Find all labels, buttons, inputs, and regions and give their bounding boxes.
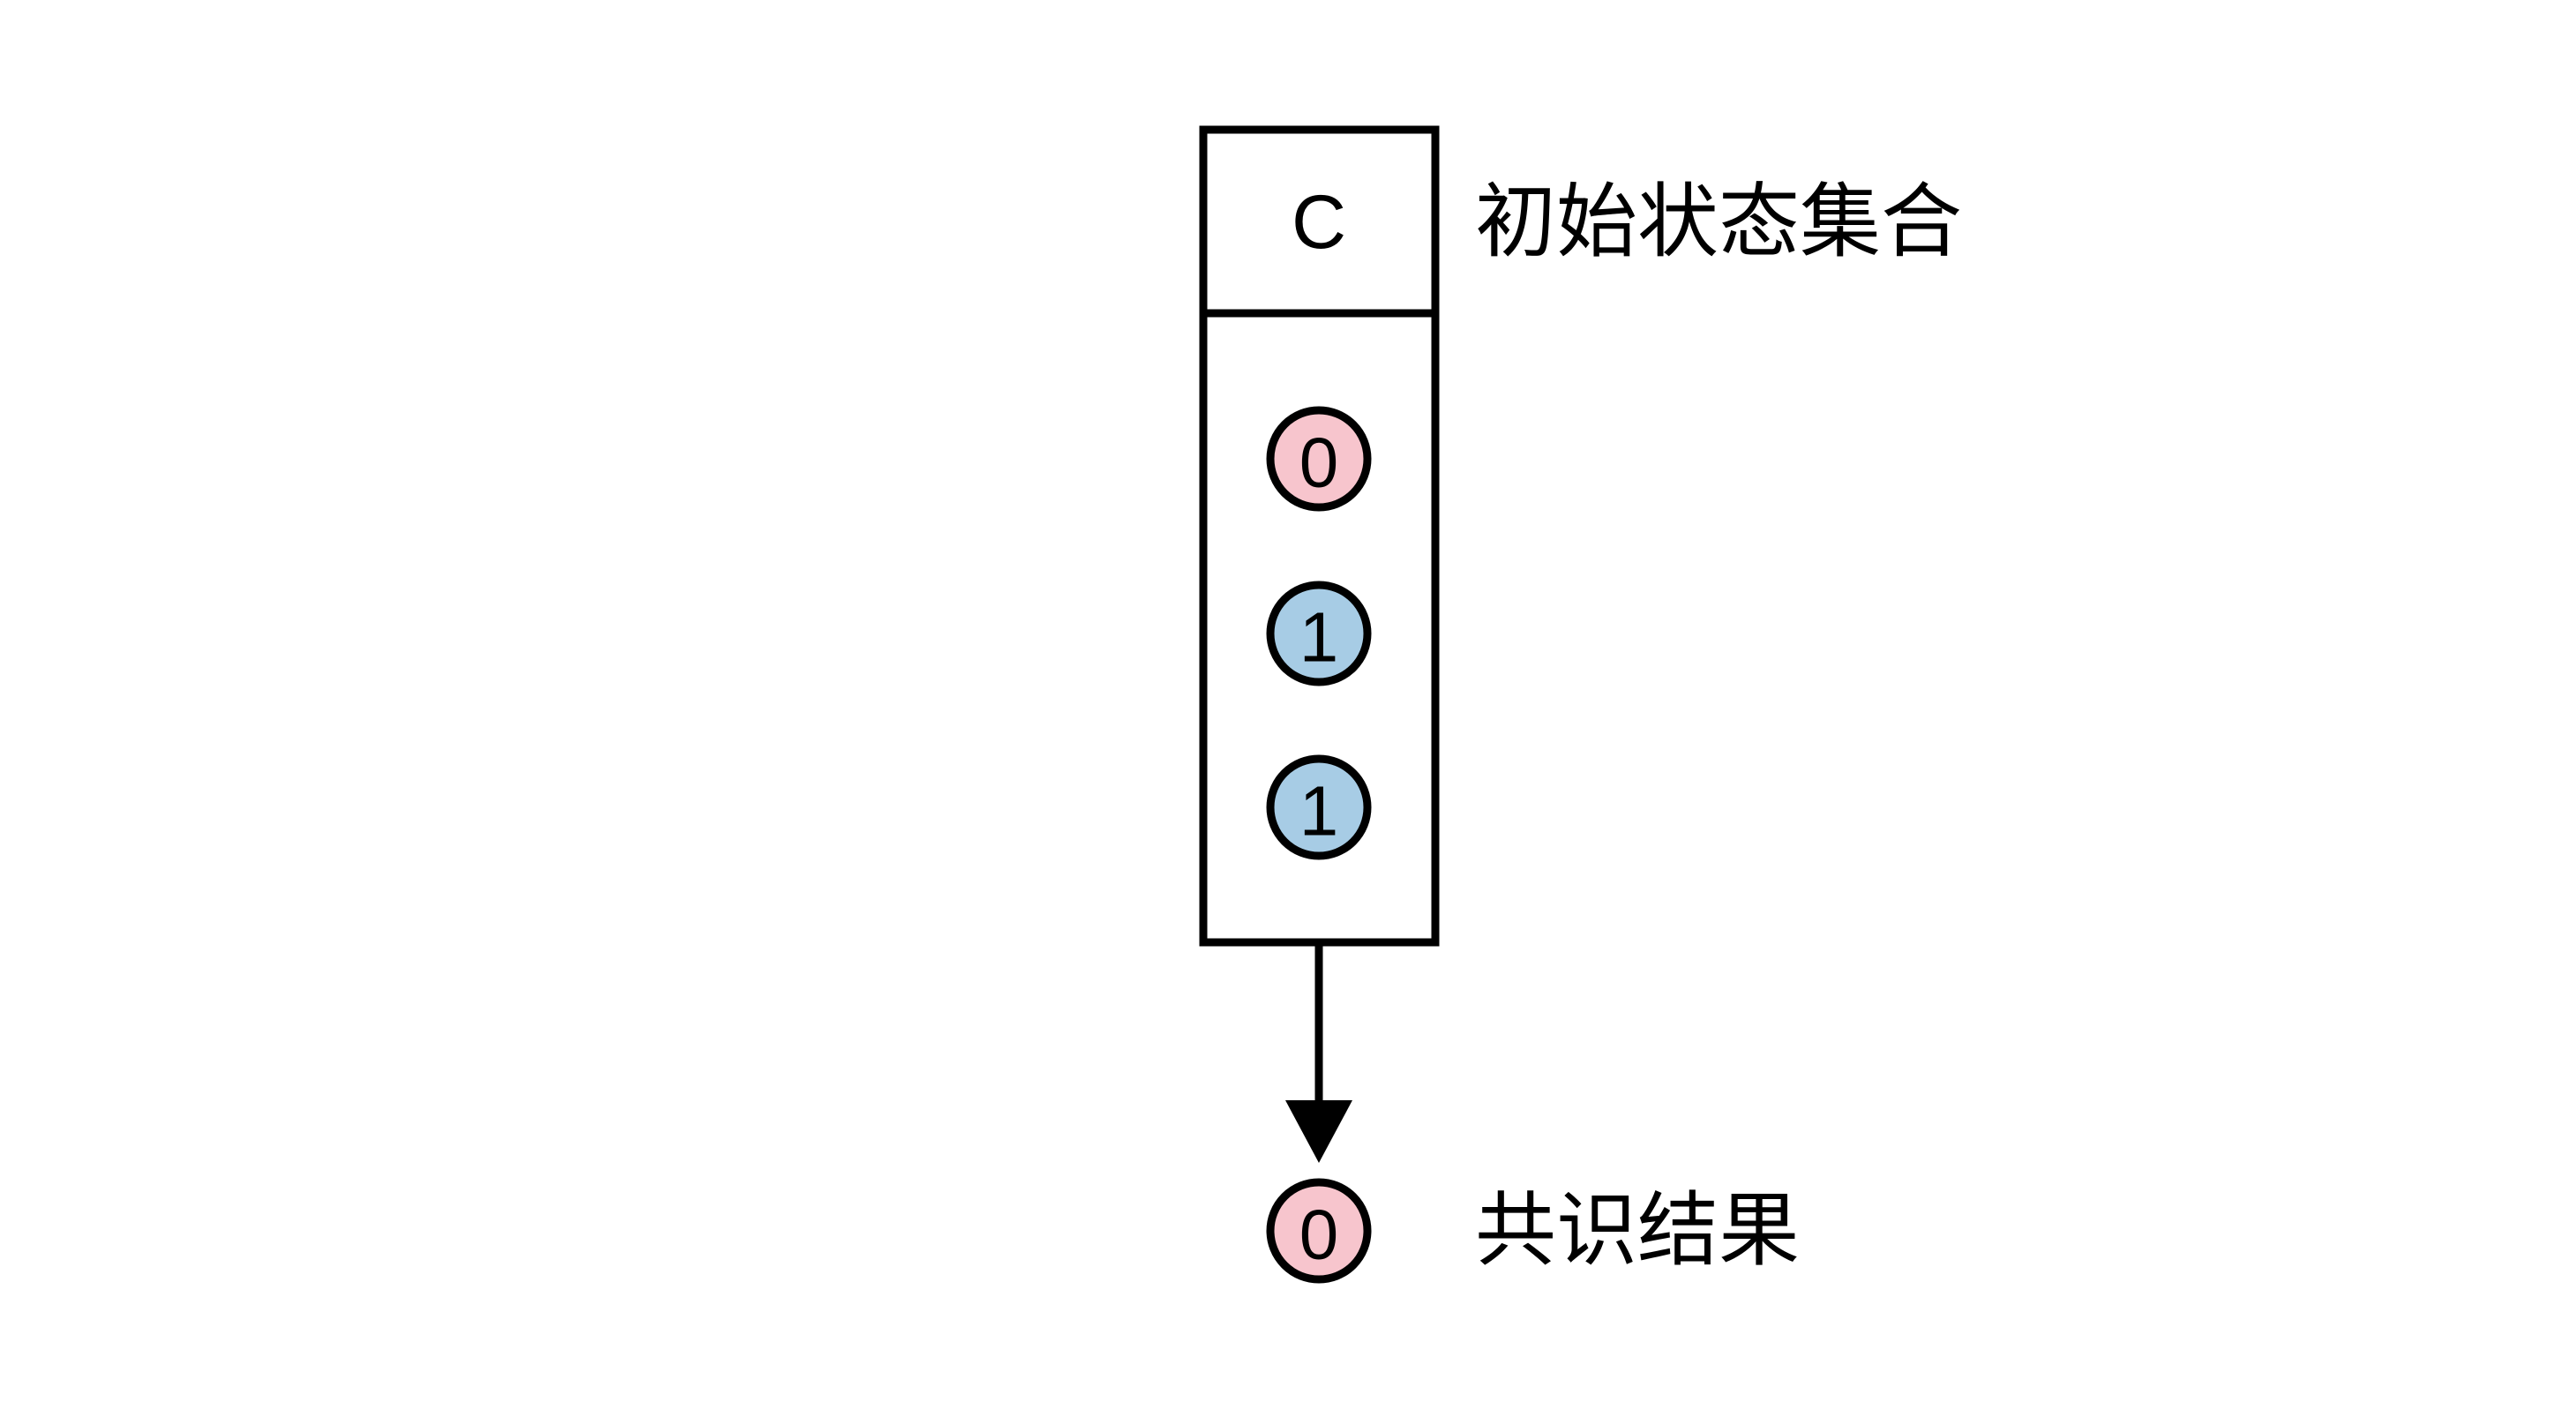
state-node-0[interactable]: 0 <box>1266 406 1372 512</box>
state-node-value: 0 <box>1299 424 1339 502</box>
state-node-1[interactable]: 1 <box>1266 581 1372 686</box>
consensus-result-annotation: 共识结果 <box>1475 1186 1800 1276</box>
state-node-value: 1 <box>1299 598 1339 677</box>
result-node-value: 0 <box>1299 1196 1339 1274</box>
initial-set-annotation: 初始状态集合 <box>1475 177 1962 267</box>
result-node-circle[interactable] <box>1266 1178 1372 1284</box>
state-node-2[interactable]: 1 <box>1266 754 1372 860</box>
state-node-circle[interactable] <box>1266 754 1372 860</box>
arrow-head-icon <box>1285 1100 1352 1163</box>
consensus-arrow <box>1285 942 1352 1163</box>
consensus-result-node[interactable]: 0 <box>1266 1178 1372 1284</box>
state-node-circle[interactable] <box>1266 406 1372 512</box>
state-node-value: 1 <box>1299 772 1339 851</box>
set-header-label: C <box>1292 180 1346 265</box>
state-node-circle[interactable] <box>1266 581 1372 686</box>
